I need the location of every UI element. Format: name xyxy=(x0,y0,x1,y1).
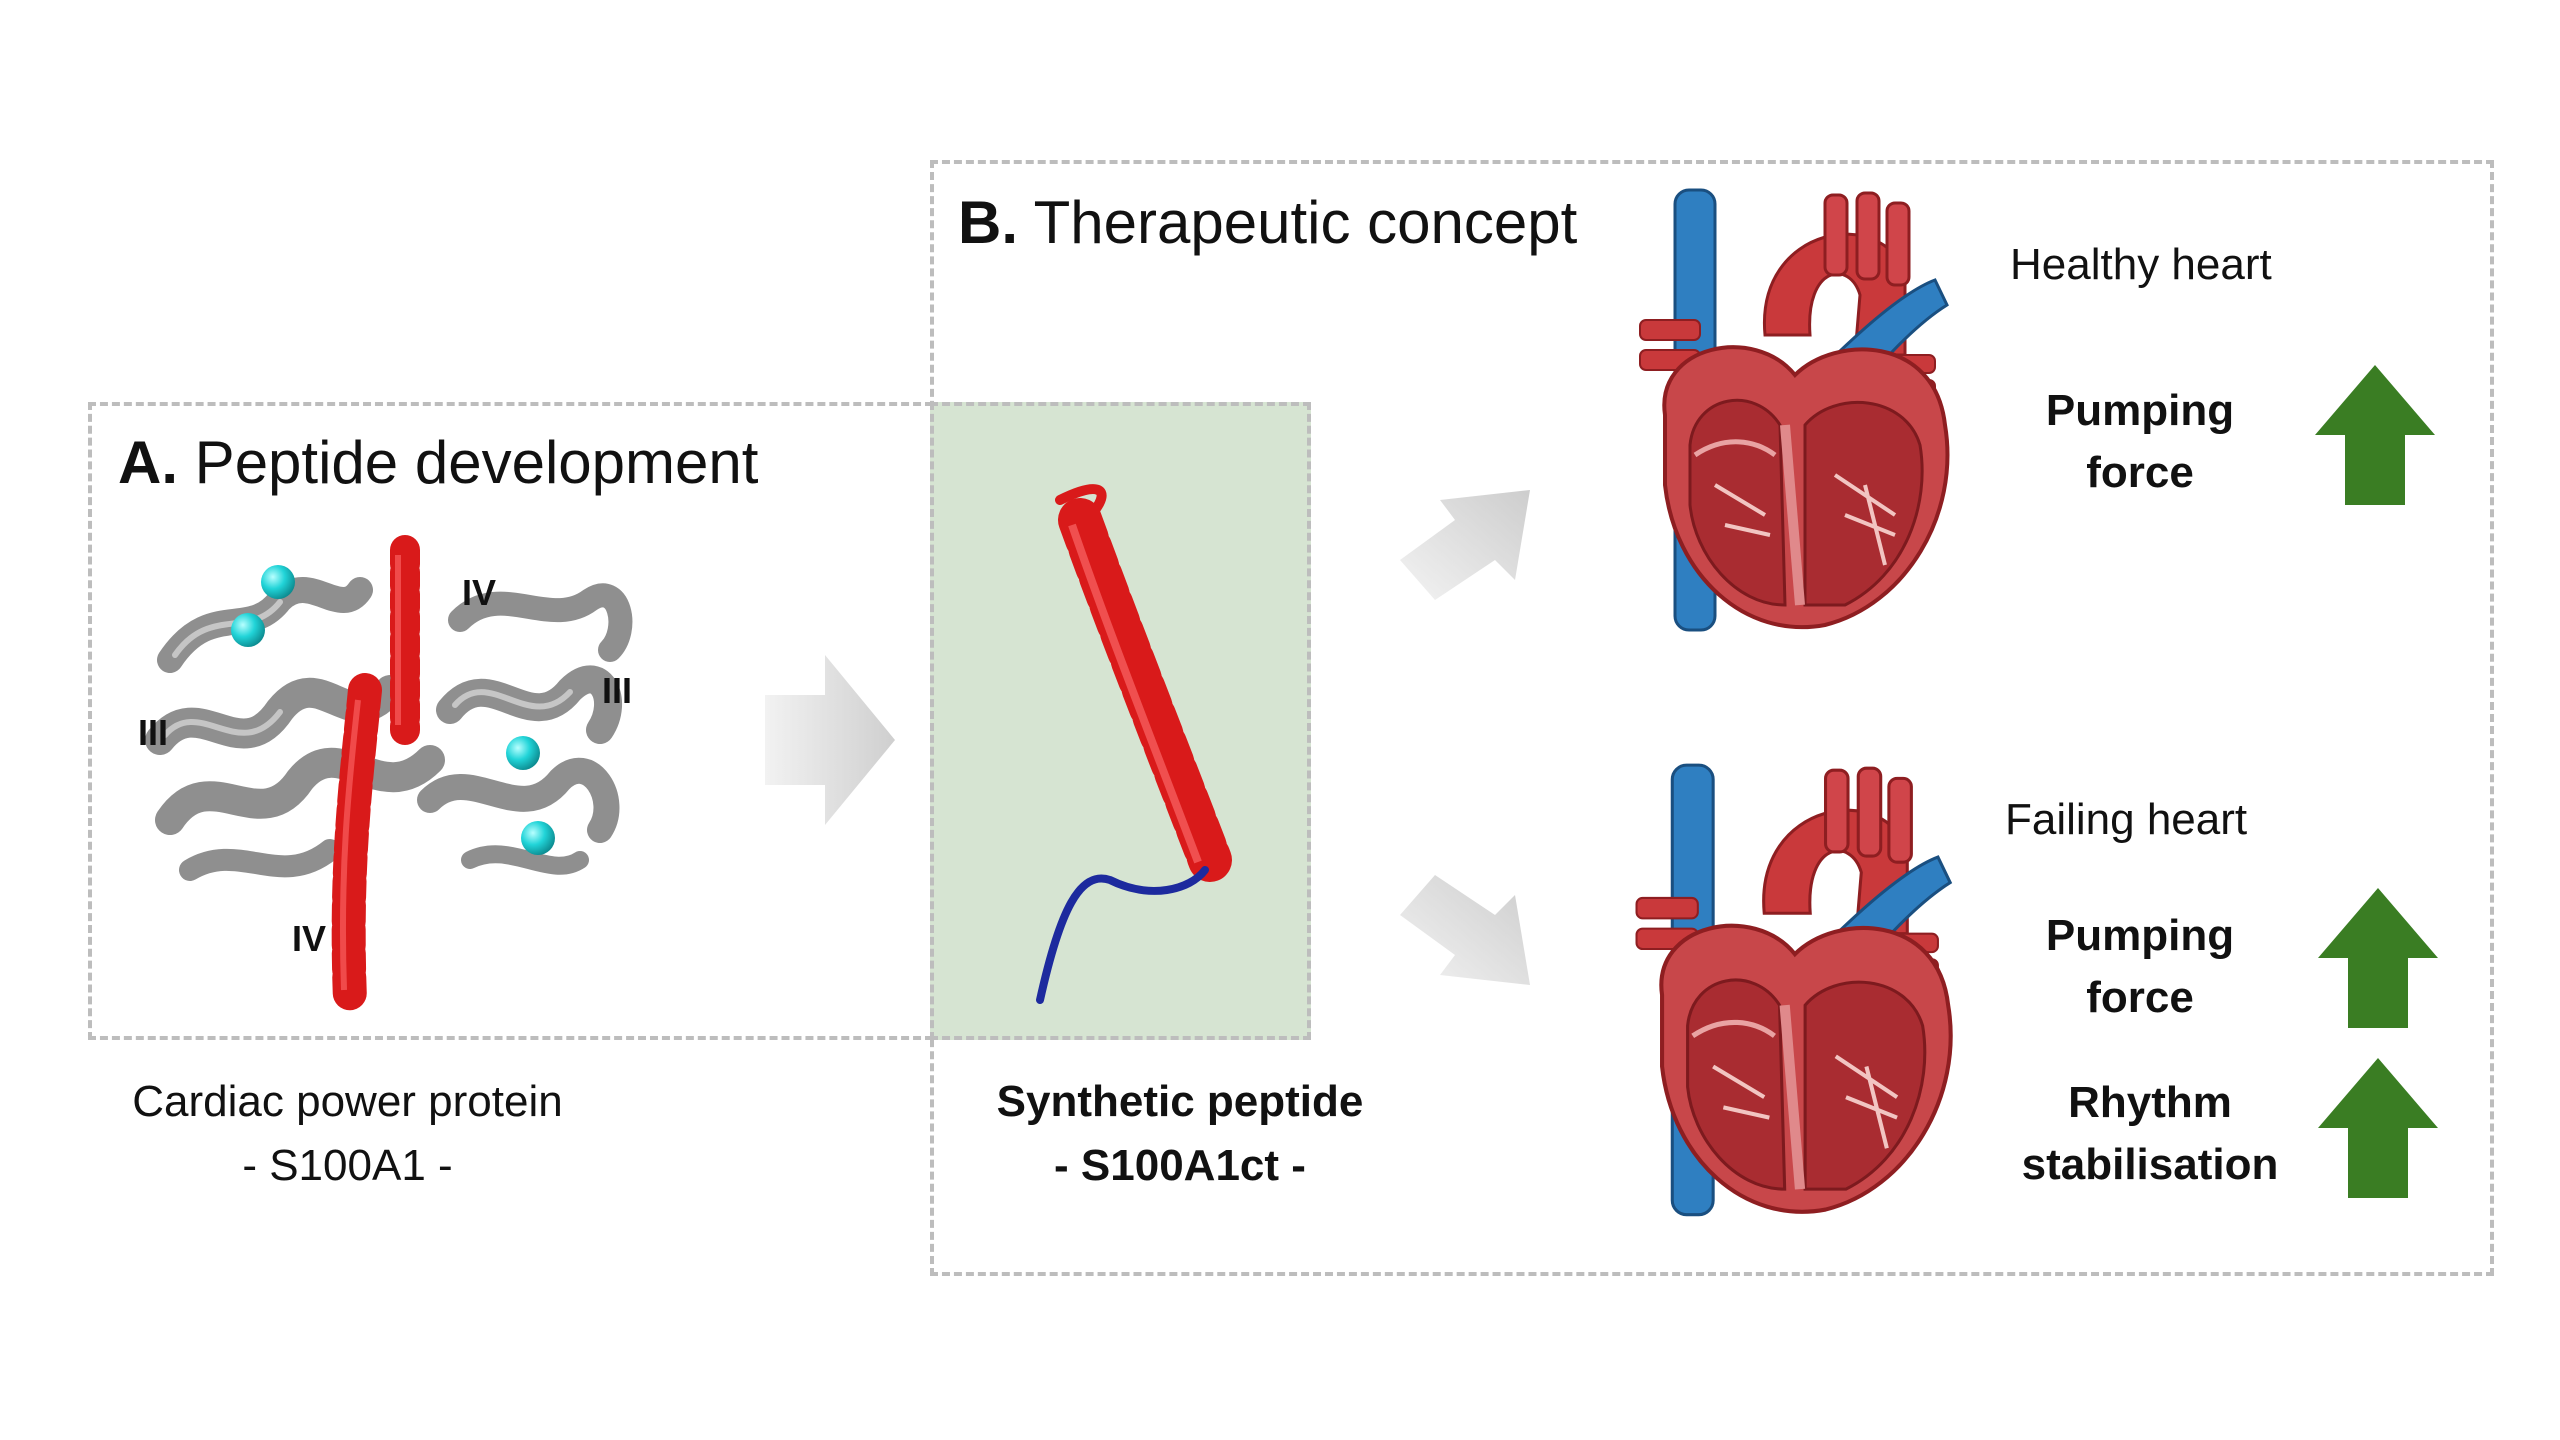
panel-b-title-text: Therapeutic concept xyxy=(1033,189,1578,256)
s100a1ct-structure-icon xyxy=(1036,484,1232,1004)
failing-effect2-line2: stabilisation xyxy=(2021,1140,2279,1189)
protein-caption: Cardiac power protein - S100A1 - xyxy=(100,1070,595,1198)
protein-caption-line2: - S100A1 - xyxy=(242,1141,453,1190)
panel-a-frame xyxy=(88,402,933,1040)
failing-rhythm-stabilisation: Rhythm stabilisation xyxy=(2000,1072,2300,1196)
failing-effect1-line2: force xyxy=(2086,973,2194,1022)
healthy-heart-icon xyxy=(1635,185,1965,645)
healthy-pumping-force: Pumping force xyxy=(2010,380,2270,504)
panel-a-title-text: Peptide development xyxy=(194,429,759,496)
helix-label-iv-bottom: IV xyxy=(292,918,327,959)
peptide-caption-line1: Synthetic peptide xyxy=(996,1077,1364,1126)
healthy-effect1-line1: Pumping xyxy=(2045,386,2235,435)
helix-label-iii-left: III xyxy=(138,712,169,753)
failing-heart-label: Failing heart xyxy=(2005,795,2248,844)
helix-label-iii-right: III xyxy=(602,670,633,711)
failing-pumping-up-arrow-icon xyxy=(2318,888,2438,1028)
peptide-highlight-box xyxy=(930,402,1311,1040)
failing-rhythm-up-arrow-icon xyxy=(2318,1058,2438,1198)
peptide-caption-line2: - S100A1ct - xyxy=(1054,1141,1306,1190)
panel-a-title: A. Peptide development xyxy=(118,428,758,497)
failing-effect2-line1: Rhythm xyxy=(2068,1078,2232,1127)
down-right-arrow-icon xyxy=(1400,875,1530,985)
helix-label-iv-top: IV xyxy=(462,572,497,613)
panel-a-letter: A. xyxy=(118,429,178,496)
healthy-pumping-up-arrow-icon xyxy=(2315,365,2435,505)
up-right-arrow-icon xyxy=(1400,490,1530,600)
s100a1-structure-icon xyxy=(145,535,633,1017)
right-arrow-icon xyxy=(765,655,895,825)
failing-pumping-force: Pumping force xyxy=(2010,905,2270,1029)
healthy-effect1-line2: force xyxy=(2086,448,2194,497)
failing-heart-icon xyxy=(1630,760,1970,1230)
failing-effect1-line1: Pumping xyxy=(2045,911,2235,960)
peptide-caption: Synthetic peptide - S100A1ct - xyxy=(980,1070,1380,1198)
healthy-heart-label: Healthy heart xyxy=(2010,240,2272,289)
panel-b-title: B. Therapeutic concept xyxy=(958,188,1577,257)
panel-b-letter: B. xyxy=(958,189,1018,256)
protein-caption-line1: Cardiac power protein xyxy=(132,1077,563,1126)
